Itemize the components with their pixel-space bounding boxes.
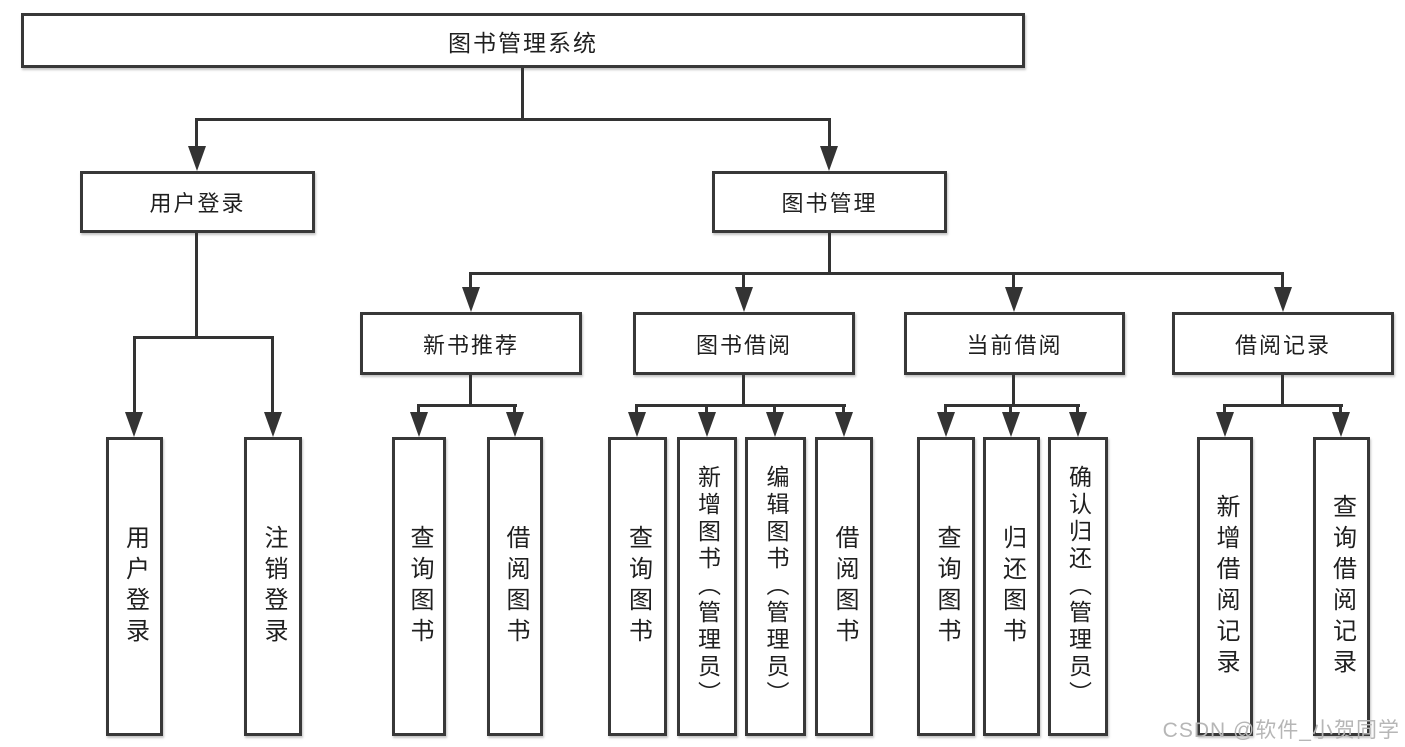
- arrow-down-icon: [410, 412, 428, 437]
- arrow-down-icon: [1274, 287, 1292, 312]
- connector-line: [944, 404, 947, 418]
- connector-line: [133, 336, 136, 416]
- connector-line: [945, 404, 1080, 407]
- node-new-book-recommend-label: 新书推荐: [422, 332, 519, 358]
- leaf-borrow-books: 借阅图书: [815, 437, 873, 736]
- connector-line: [271, 336, 274, 416]
- arrow-down-icon: [835, 412, 853, 437]
- node-borrowing-records: 借阅记录: [1172, 312, 1394, 375]
- connector-line: [1009, 404, 1012, 418]
- leaf-query-books: 查询图书: [392, 437, 446, 736]
- connector-line: [1223, 404, 1226, 418]
- connector-line: [742, 272, 745, 292]
- leaf-query-borrow-record: 查询借阅记录: [1313, 437, 1370, 736]
- leaf-logout: 注销登录: [244, 437, 302, 736]
- arrow-down-icon: [506, 412, 524, 437]
- connector-line: [635, 404, 638, 418]
- node-user-login: 用户登录: [80, 171, 315, 233]
- arrow-down-icon: [125, 412, 143, 437]
- leaf-user-login: 用户登录: [106, 437, 163, 736]
- connector-line: [196, 118, 831, 121]
- connector-line: [469, 375, 472, 407]
- connector-line: [773, 404, 776, 418]
- arrow-down-icon: [698, 412, 716, 437]
- arrow-down-icon: [628, 412, 646, 437]
- arrow-down-icon: [188, 146, 206, 171]
- connector-line: [1281, 375, 1284, 407]
- arrow-down-icon: [1005, 287, 1023, 312]
- leaf-add-books-admin: 新增图书（管理员）: [677, 437, 737, 736]
- connector-line: [828, 233, 831, 275]
- connector-line: [469, 272, 472, 292]
- leaf-query-books: 查询图书: [917, 437, 975, 736]
- connector-line: [1339, 404, 1342, 418]
- leaf-borrow-books: 借阅图书: [487, 437, 543, 736]
- leaf-return-books: 归还图书: [983, 437, 1040, 736]
- arrow-down-icon: [1002, 412, 1020, 437]
- node-borrowing-records-label: 借阅记录: [1234, 332, 1331, 358]
- connector-line: [195, 233, 198, 339]
- connector-line: [742, 375, 745, 407]
- leaf-confirm-return-admin: 确认归还（管理员）: [1048, 437, 1108, 736]
- node-current-borrowing: 当前借阅: [904, 312, 1125, 375]
- node-root: 图书管理系统: [21, 13, 1025, 68]
- connector-line: [1224, 404, 1343, 407]
- leaf-edit-books-admin: 编辑图书（管理员）: [745, 437, 806, 736]
- connector-line: [133, 336, 274, 339]
- node-book-management-label: 图书管理: [781, 191, 878, 216]
- node-root-label: 图书管理系统: [448, 29, 598, 56]
- node-book-borrowing: 图书借阅: [633, 312, 855, 375]
- node-book-borrowing-label: 图书借阅: [695, 332, 792, 358]
- connector-line: [1012, 375, 1015, 407]
- arrow-down-icon: [735, 287, 753, 312]
- leaf-add-borrow-record: 新增借阅记录: [1197, 437, 1253, 736]
- arrow-down-icon: [937, 412, 955, 437]
- arrow-down-icon: [264, 412, 282, 437]
- connector-line: [470, 272, 1284, 275]
- leaf-query-books: 查询图书: [608, 437, 667, 736]
- connector-line: [1281, 272, 1284, 292]
- arrow-down-icon: [1332, 412, 1350, 437]
- node-book-management: 图书管理: [712, 171, 947, 233]
- arrow-down-icon: [1216, 412, 1234, 437]
- connector-line: [1012, 272, 1015, 292]
- connector-line: [418, 404, 517, 407]
- node-current-borrowing-label: 当前借阅: [966, 332, 1063, 358]
- connector-line: [705, 404, 708, 418]
- connector-line: [842, 404, 845, 418]
- connector-line: [828, 118, 831, 152]
- node-new-book-recommend: 新书推荐: [360, 312, 582, 375]
- arrow-down-icon: [820, 146, 838, 171]
- connector-line: [1076, 404, 1079, 418]
- connector-line: [636, 404, 846, 407]
- arrow-down-icon: [766, 412, 784, 437]
- arrow-down-icon: [1069, 412, 1087, 437]
- connector-line: [417, 404, 420, 418]
- connector-line: [195, 118, 198, 152]
- arrow-down-icon: [462, 287, 480, 312]
- connector-line: [521, 68, 524, 121]
- connector-line: [513, 404, 516, 418]
- node-user-login-label: 用户登录: [149, 191, 246, 216]
- watermark: CSDN @软件_小贺同学: [1162, 719, 1400, 742]
